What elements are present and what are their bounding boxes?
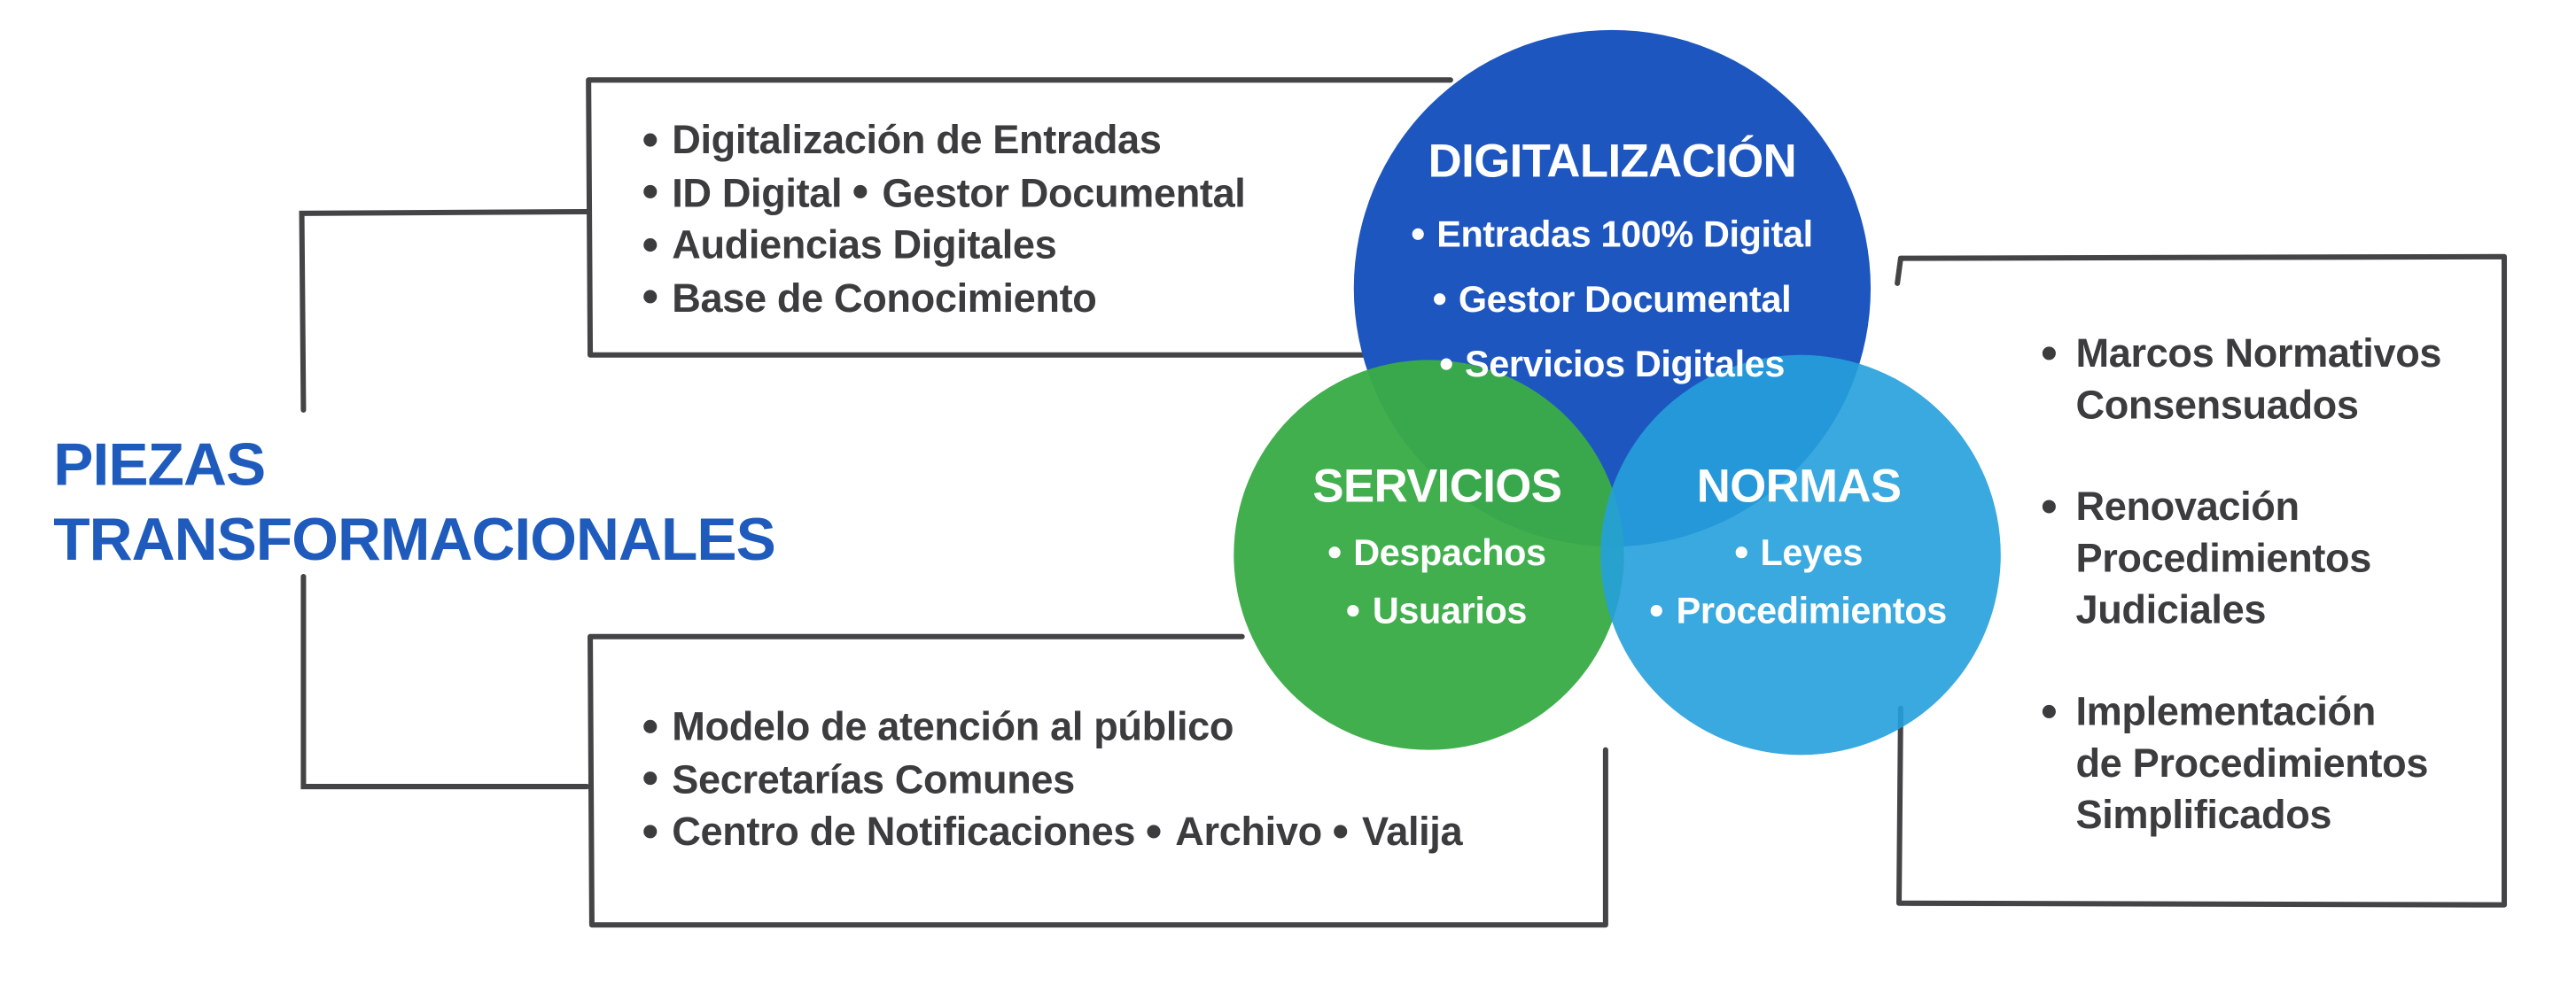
bullet-icon <box>2042 500 2056 514</box>
circle-list-item-text: Despachos <box>1353 531 1546 574</box>
circle-list-item: Gestor Documental <box>1362 267 1862 331</box>
bullet-icon <box>1327 546 1341 558</box>
list-item-text: Gestor Documental <box>882 170 1246 216</box>
circle-list-item: Servicios Digitales <box>1362 331 1862 396</box>
list-item-text: Marcos Normativos <box>2075 331 2442 377</box>
digitalizacion-content: DIGITALIZACIÓN Entradas 100% Digital Ges… <box>1362 132 1862 397</box>
bullet-icon <box>1411 228 1424 240</box>
list-item-text: ID Digital <box>672 170 843 216</box>
bullet-icon <box>1735 546 1747 558</box>
circle-list-item-text: Servicios Digitales <box>1465 343 1785 385</box>
list-item-text: Judiciales <box>2075 588 2267 633</box>
list-item-text: Simplificados <box>2075 793 2332 839</box>
bullet-icon <box>643 719 658 733</box>
right-box-list: Marcos Normativos Consensuados Renovació… <box>2042 329 2442 892</box>
circle-list-item: Entradas 100% Digital <box>1362 202 1862 267</box>
circle-servicios <box>1234 360 1624 750</box>
circle-list-item-text: Entradas 100% Digital <box>1436 213 1813 255</box>
list-item-text: Base de Conocimiento <box>672 275 1097 322</box>
title-line-2: TRANSFORMACIONALES <box>53 505 776 574</box>
list-item: Centro de Notificaciones Archivo Valija <box>640 807 1463 859</box>
bullet-icon <box>2042 346 2056 360</box>
circle-list-item: Leyes <box>1624 523 1974 582</box>
bullet-icon <box>643 185 658 199</box>
bullet-icon <box>853 185 868 199</box>
title-line-1: PIEZAS <box>53 430 266 499</box>
circle-list-item: Despachos <box>1271 523 1604 582</box>
digitalizacion-heading: DIGITALIZACIÓN <box>1428 135 1797 187</box>
list-item: Modelo de atención al público <box>640 701 1462 754</box>
circle-list-item: Procedimientos <box>1624 582 1974 640</box>
list-item-text: Archivo <box>1175 810 1322 856</box>
list-item: Base de Conocimiento <box>640 273 1245 325</box>
bottom-box-list: Modelo de atención al público Secretaría… <box>640 701 1463 859</box>
diagram-title: PIEZAS TRANSFORMACIONALES <box>53 427 776 577</box>
bullet-icon <box>1439 357 1451 370</box>
bullet-icon <box>2042 704 2056 718</box>
servicios-content: SERVICIOS Despachos Usuarios <box>1271 457 1604 640</box>
bullet-icon <box>643 824 658 838</box>
bullet-icon <box>1147 824 1161 838</box>
circle-list-item: Usuarios <box>1271 582 1604 640</box>
list-item-text: Centro de Notificaciones <box>672 810 1136 856</box>
bullet-icon <box>643 290 658 304</box>
list-item-text: Procedimientos <box>2075 536 2371 582</box>
top-box-list: Digitalización de Entradas ID Digital Ges… <box>640 115 1246 325</box>
bullet-icon <box>1651 604 1663 616</box>
bullet-icon <box>1433 292 1445 305</box>
bullet-icon <box>643 237 658 252</box>
right-list-item: Renovación Procedimientos Judiciales <box>2042 482 2441 637</box>
servicios-heading: SERVICIOS <box>1312 460 1562 512</box>
circle-list-item-text: Leyes <box>1760 531 1863 574</box>
circle-list-item-text: Usuarios <box>1372 590 1528 632</box>
list-item-text: Audiencias Digitales <box>672 223 1057 268</box>
list-item: ID Digital Gestor Documental <box>640 167 1246 220</box>
top-box-frame <box>586 77 1453 358</box>
bullet-icon <box>1347 604 1359 616</box>
list-item-text: Renovación <box>2075 484 2300 531</box>
list-item-text: Valija <box>1361 810 1463 856</box>
bullet-icon <box>643 771 658 786</box>
normas-heading: NORMAS <box>1696 460 1902 512</box>
normas-content: NORMAS Leyes Procedimientos <box>1624 457 1974 640</box>
list-item: Audiencias Digitales <box>640 220 1245 272</box>
left-bracket <box>299 208 590 790</box>
list-item-text: Modelo de atención al público <box>672 704 1234 750</box>
circle-list-item-text: Procedimientos <box>1676 590 1948 632</box>
circle-list-item-text: Gestor Documental <box>1458 278 1792 321</box>
right-box-frame <box>1895 253 2508 908</box>
circle-normas <box>1600 354 2001 756</box>
right-list-item: Marcos Normativos Consensuados <box>2042 329 2442 432</box>
list-item-text: Secretarías Comunes <box>672 757 1075 802</box>
list-item: Secretarías Comunes <box>640 754 1462 806</box>
right-list-item: Implementación de Procedimientos Simplif… <box>2042 686 2441 841</box>
list-item: Digitalización de Entradas <box>640 115 1245 167</box>
list-item-text: Consensuados <box>2075 383 2359 429</box>
bullet-icon <box>1333 824 1348 838</box>
bottom-box-frame <box>588 633 1608 928</box>
bullet-icon <box>643 132 658 146</box>
list-item-text: Implementación <box>2075 689 2376 735</box>
list-item-text: de Procedimientos <box>2075 741 2429 787</box>
list-item-text: Digitalización de Entradas <box>672 118 1162 164</box>
